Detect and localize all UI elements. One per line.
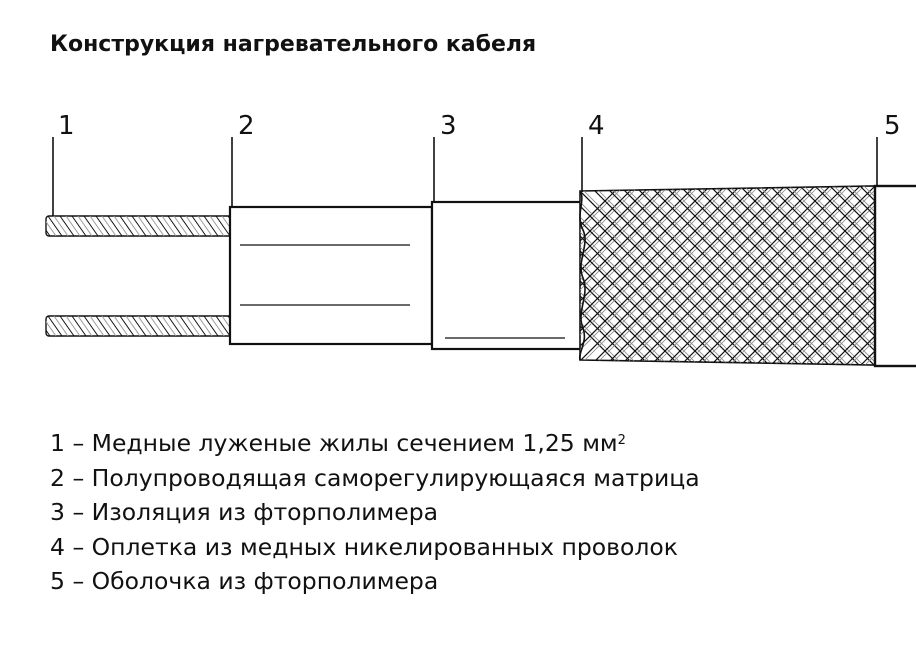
- copper-conductor-top: [45, 215, 233, 237]
- semiconductive-matrix: [228, 205, 434, 346]
- legend-item-5: 5 – Оболочка из фторполимера: [50, 567, 439, 595]
- legend-item-1: 1 – Медные луженые жилы сечением 1,25 мм…: [50, 429, 626, 457]
- callout-5: 5: [884, 111, 901, 141]
- legend: 1 – Медные луженые жилы сечением 1,25 мм…: [50, 426, 700, 599]
- copper-conductor-bottom: [45, 315, 233, 337]
- callout-4: 4: [588, 111, 605, 141]
- callout-2: 2: [238, 111, 255, 141]
- legend-item-2: 2 – Полупроводящая саморегулирующаяся ма…: [50, 463, 700, 492]
- callout-3: 3: [440, 111, 457, 141]
- legend-item-3: 3 – Изоляция из фторполимера: [50, 498, 439, 526]
- fluoropolymer-jacket: [873, 184, 916, 368]
- callout-1: 1: [58, 111, 75, 141]
- fluoropolymer-insulation: [430, 200, 584, 351]
- copper-braid: [578, 185, 876, 366]
- legend-item-4: 4 – Оплетка из медных никелированных про…: [50, 532, 679, 561]
- diagram-title: Конструкция нагревательного кабеля: [50, 32, 537, 57]
- callout-leaders: [52, 137, 878, 216]
- superscript-2: 2: [617, 433, 626, 448]
- cable-diagram: 1 2 3 4 5: [45, 111, 916, 368]
